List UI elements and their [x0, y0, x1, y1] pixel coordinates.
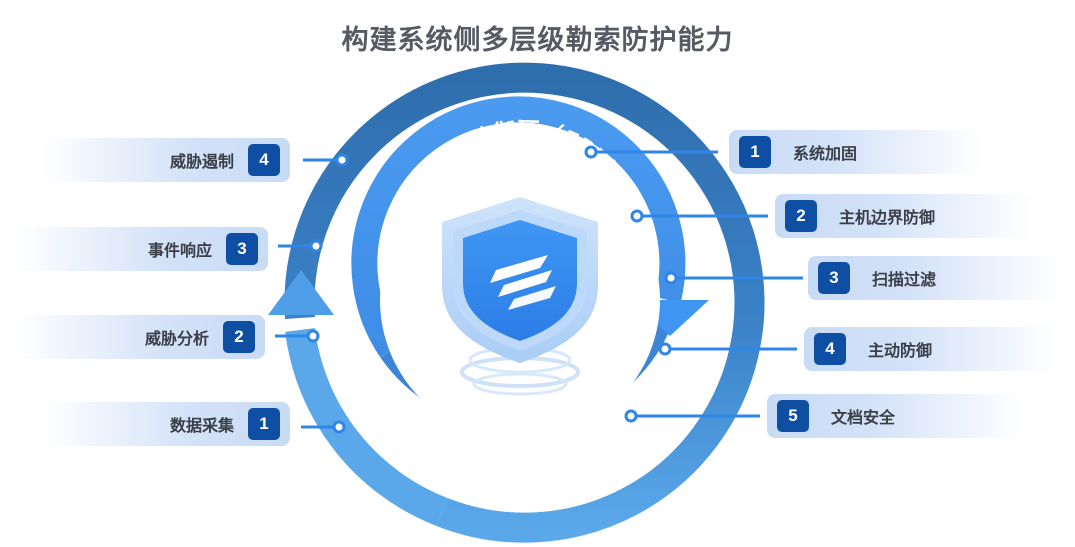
- right-item-label: 主动防御: [868, 341, 933, 360]
- left-item-threat-containment: 威胁遏制 4: [40, 138, 290, 182]
- left-item-number: 2: [223, 321, 255, 353]
- left-item-event-response: 事件响应 3: [15, 227, 268, 271]
- right-item-label: 主机边界防御: [839, 208, 936, 227]
- right-connectors: [591, 150, 803, 418]
- right-item-active-defense: 4 主动防御: [804, 327, 1058, 371]
- left-connector-dots: [306, 153, 349, 434]
- left-item-label: 数据采集: [169, 416, 234, 435]
- right-item-number: 5: [777, 400, 809, 432]
- right-item-label: 扫描过滤: [872, 270, 937, 289]
- outer-ring-arrow-icon: [268, 270, 334, 315]
- left-item-number: 3: [226, 233, 258, 265]
- page-title: 构建系统侧多层级勒索防护能力: [341, 25, 734, 56]
- right-connector-dots: [584, 145, 678, 423]
- right-item-number: 2: [785, 200, 817, 232]
- right-item-number: 1: [739, 136, 771, 168]
- right-item-host-boundary-defense: 2 主机边界防御: [775, 194, 1033, 238]
- shield-logo-icon: [442, 197, 598, 396]
- left-item-threat-analysis: 威胁分析 2: [15, 315, 265, 359]
- left-item-label: 事件响应: [147, 241, 212, 260]
- right-item-number: 3: [818, 262, 850, 294]
- left-item-label: 威胁分析: [144, 329, 209, 348]
- right-item-system-hardening: 1 系统加固: [729, 130, 985, 174]
- right-item-document-security: 5 文档安全: [767, 394, 1025, 438]
- left-item-number: 1: [248, 408, 280, 440]
- left-item-label: 威胁遏制: [169, 152, 234, 171]
- left-item-number: 4: [248, 144, 280, 176]
- left-item-data-collection: 数据采集 1: [42, 402, 290, 446]
- right-item-label: 文档安全: [831, 408, 896, 427]
- right-item-number: 4: [814, 333, 846, 365]
- right-item-label: 系统加固: [793, 144, 858, 163]
- outer-ring-edr: [284, 62, 765, 543]
- right-item-scan-filter: 3 扫描过滤: [808, 256, 1060, 300]
